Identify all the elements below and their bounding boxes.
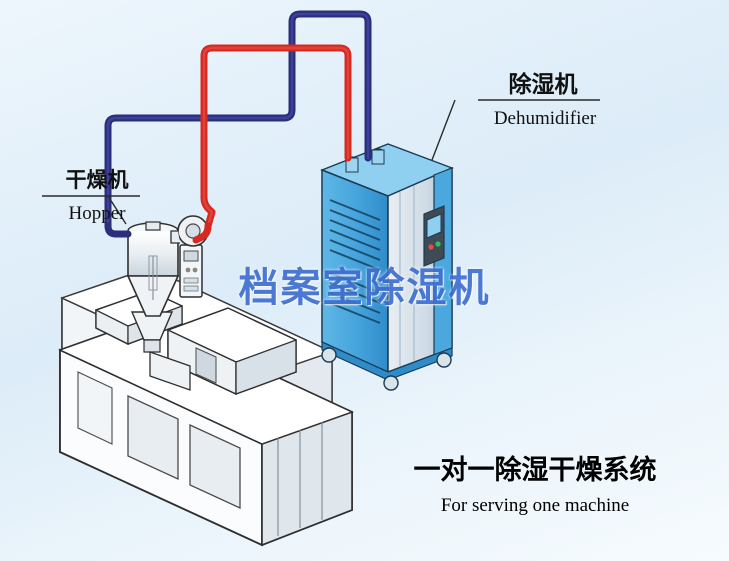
dehumidifier-leader-line: [431, 99, 456, 161]
hopper-dryer: [126, 215, 209, 317]
system-title-cn: 一对一除湿干燥系统: [413, 455, 657, 486]
system-title-en: For serving one machine: [440, 495, 630, 516]
label-hopper-cn: 干燥机: [65, 168, 129, 192]
label-dehumidifier-cn: 除湿机: [508, 72, 578, 98]
label-dehumidifier-en: Dehumidifier: [493, 108, 597, 129]
label-hopper-en: Hopper: [68, 203, 126, 224]
watermark-text: 档案室除湿机: [238, 265, 491, 311]
hopper-leader-line: [107, 195, 127, 225]
